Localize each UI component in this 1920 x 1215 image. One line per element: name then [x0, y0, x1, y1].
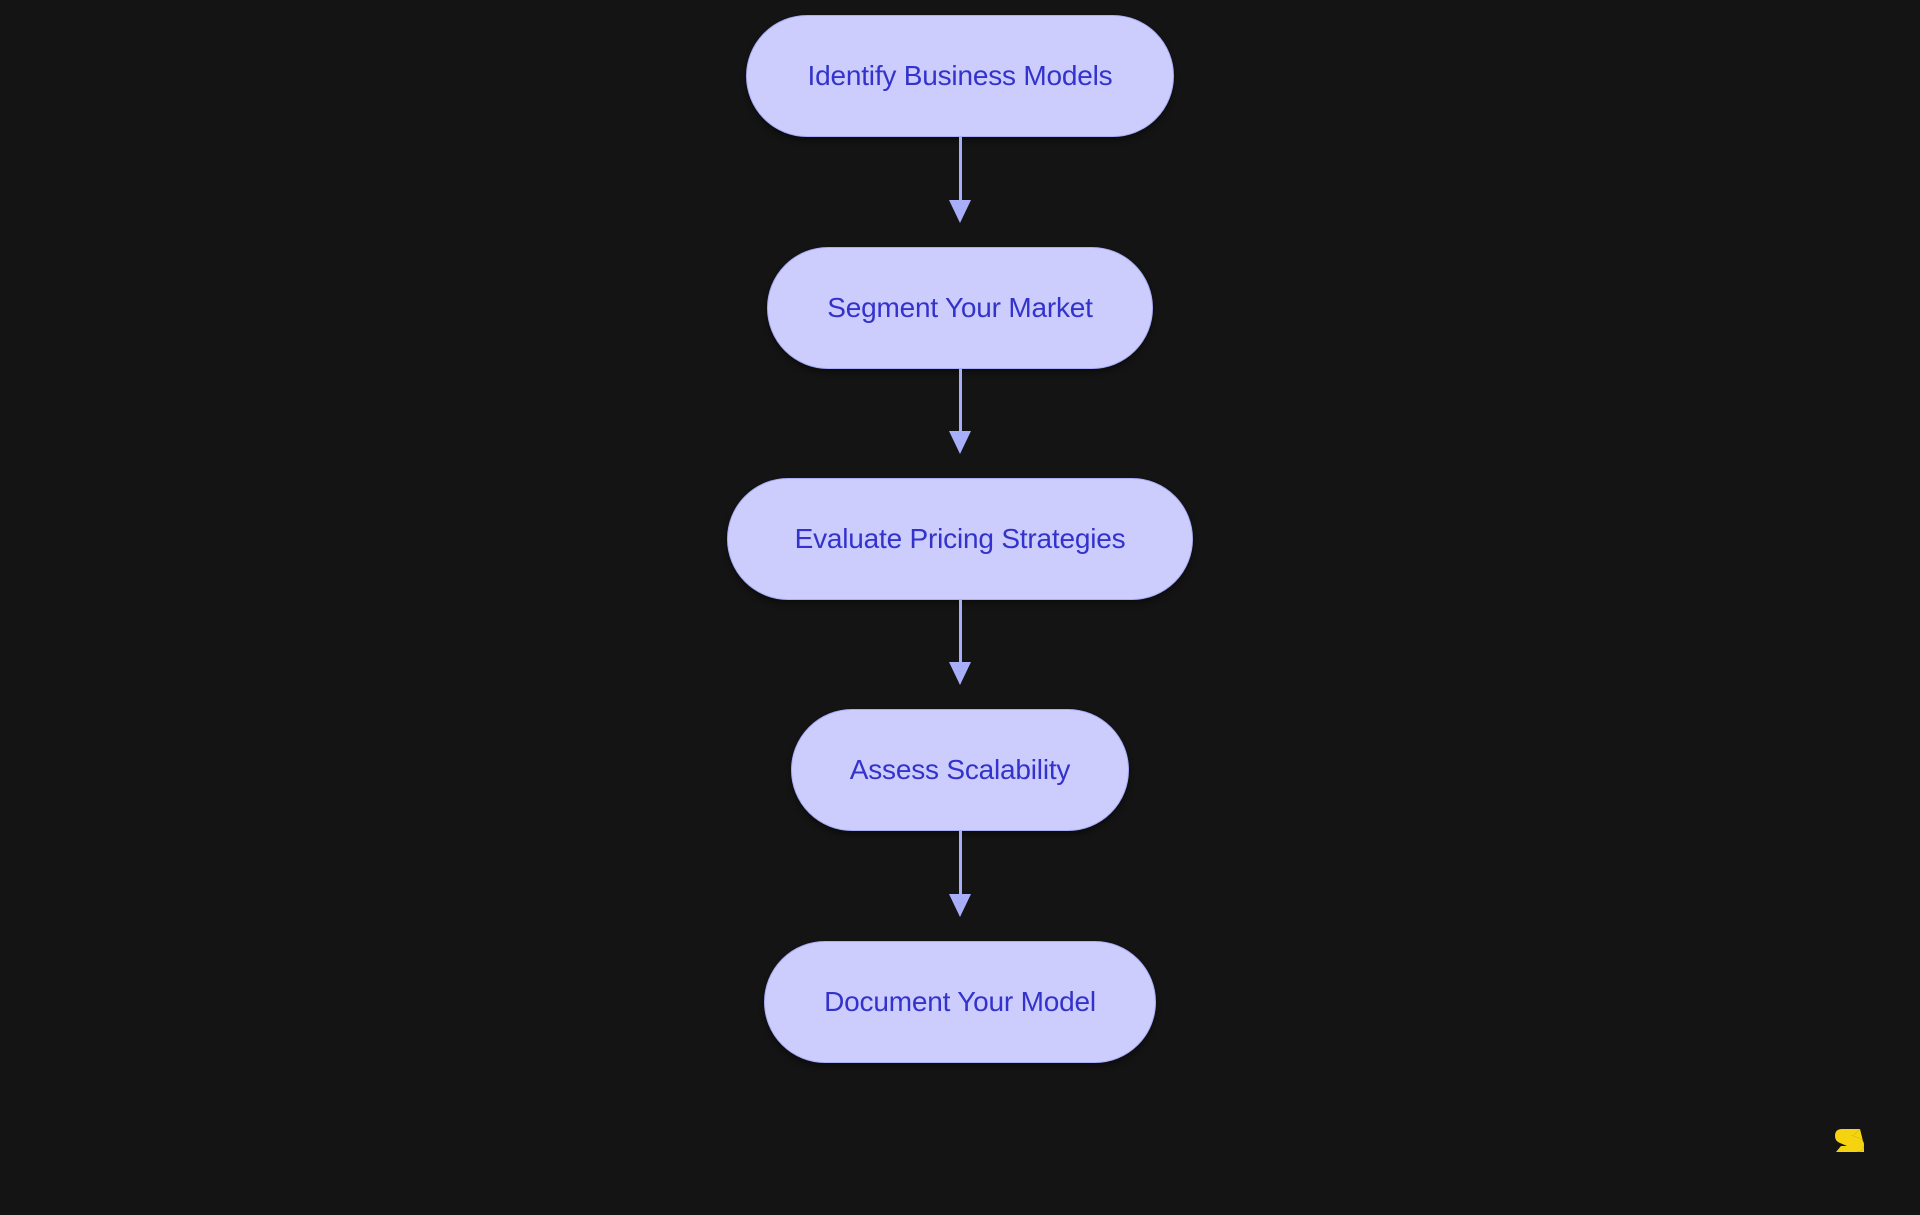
- flow-node-identify-business-models[interactable]: Identify Business Models: [746, 15, 1174, 137]
- flow-node-label: Document Your Model: [824, 986, 1096, 1017]
- flow-edge-1-line: [958, 137, 962, 200]
- flow-node-label: Identify Business Models: [807, 60, 1113, 91]
- flow-node-label: Assess Scalability: [849, 754, 1071, 785]
- flow-node-document-your-model[interactable]: Document Your Model: [764, 941, 1156, 1063]
- flow-edge-2-arrowhead-icon: [949, 431, 971, 454]
- flow-edge-1-arrowhead-icon: [949, 200, 971, 223]
- flow-node-evaluate-pricing-strategies[interactable]: Evaluate Pricing Strategies: [727, 478, 1193, 600]
- flow-edge-3-arrowhead-icon: [949, 662, 971, 685]
- flow-edge-2-line: [958, 369, 962, 431]
- flow-edge-4-line: [958, 831, 962, 894]
- flow-node-label: Segment Your Market: [827, 292, 1093, 323]
- flow-node-assess-scalability[interactable]: Assess Scalability: [791, 709, 1129, 831]
- flow-edge-4-arrowhead-icon: [949, 894, 971, 917]
- flow-edge-3-line: [958, 600, 962, 662]
- stylized-s-logo-icon: [1835, 1129, 1864, 1152]
- flow-node-label: Evaluate Pricing Strategies: [794, 523, 1126, 554]
- flow-node-segment-your-market[interactable]: Segment Your Market: [767, 247, 1153, 369]
